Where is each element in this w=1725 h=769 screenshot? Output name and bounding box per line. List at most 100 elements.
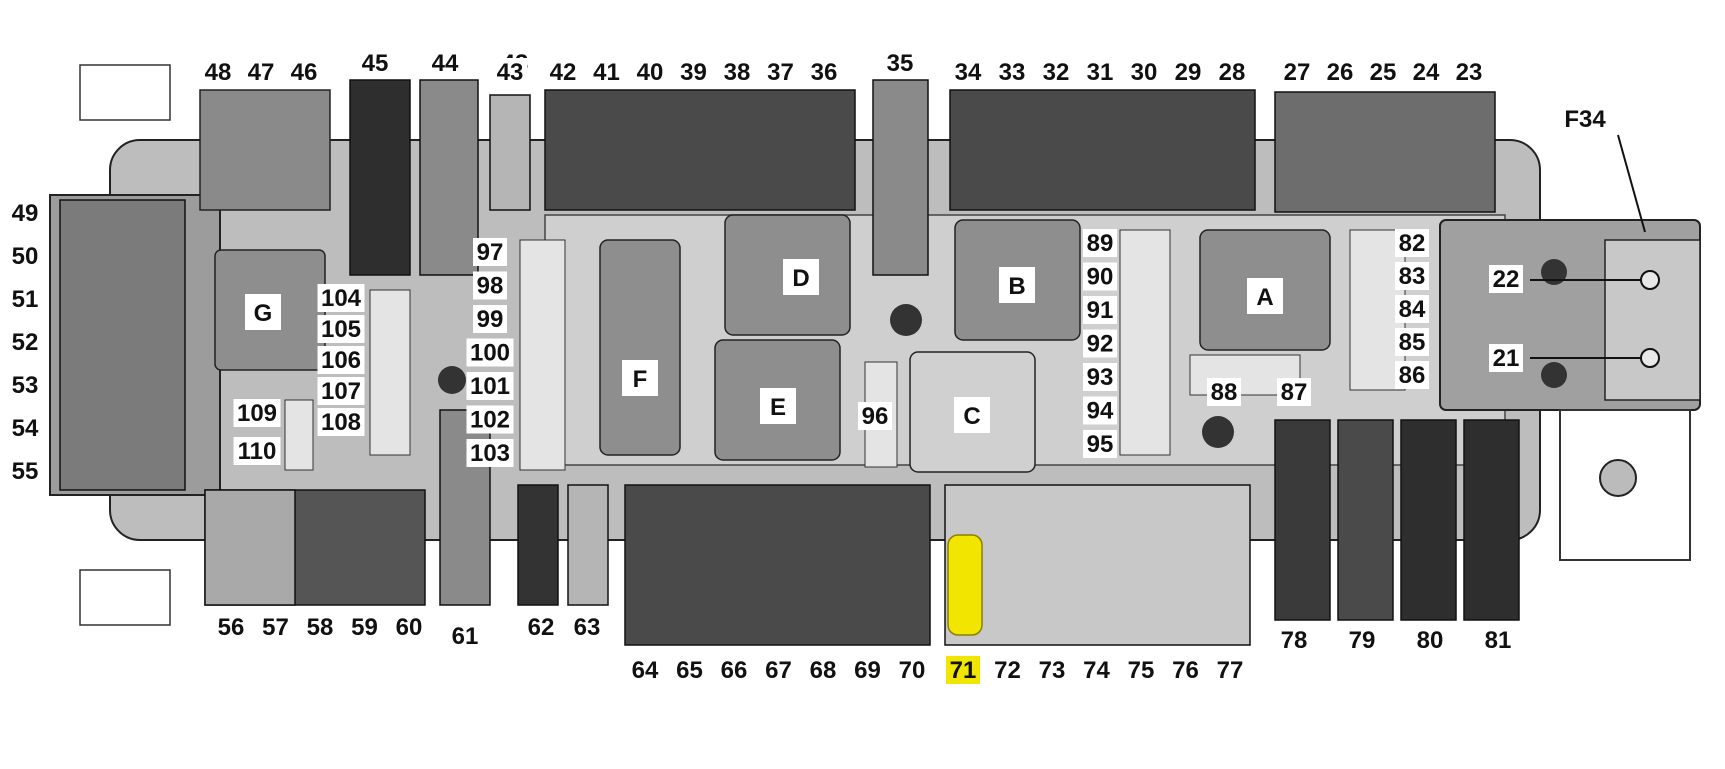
fuse-label-50: 50 bbox=[12, 243, 39, 270]
label-bg-90 bbox=[1083, 262, 1117, 291]
label-bg-81 bbox=[1481, 626, 1515, 654]
fuse-labels: 4847464544434342414039383736353433323130… bbox=[8, 49, 1609, 684]
fuse-group-27-23 bbox=[1274, 91, 1496, 213]
terminal-22-stud bbox=[1640, 270, 1660, 290]
bolt-terminal-icon bbox=[1541, 362, 1567, 388]
label-bg-23 bbox=[1452, 58, 1486, 86]
module-label-b: B bbox=[1008, 273, 1025, 300]
label-bg-88 bbox=[1207, 378, 1241, 406]
label-bg-84 bbox=[1395, 295, 1429, 323]
fuse-label-28: 28 bbox=[1219, 59, 1246, 86]
label-bg-100 bbox=[466, 338, 514, 367]
fuse-62-body bbox=[517, 484, 559, 606]
fuse-label-24: 24 bbox=[1413, 59, 1440, 86]
fuse-label-99: 99 bbox=[477, 306, 504, 333]
fuse-label-75: 75 bbox=[1128, 657, 1155, 684]
label-bg-49 bbox=[8, 199, 42, 227]
terminal-21-stud bbox=[1640, 348, 1660, 368]
bolt-terminal-icon bbox=[890, 304, 922, 336]
label-bg-105 bbox=[317, 315, 365, 343]
fuse-label-77: 77 bbox=[1217, 657, 1244, 684]
module-label-bg-a bbox=[1247, 278, 1283, 314]
fuse-label-97: 97 bbox=[477, 239, 504, 266]
fuse-label-21: 21 bbox=[1493, 345, 1520, 372]
label-bg-98 bbox=[473, 271, 507, 300]
label-bg-104 bbox=[317, 284, 365, 312]
label-bg-87 bbox=[1277, 378, 1311, 406]
fuse-label-65: 65 bbox=[676, 657, 703, 684]
label-bg-108 bbox=[317, 408, 365, 436]
label-bg-75 bbox=[1124, 656, 1158, 684]
label-bg-83 bbox=[1395, 262, 1429, 290]
fuse-label-78: 78 bbox=[1281, 627, 1308, 654]
fuse-label-98: 98 bbox=[477, 273, 504, 300]
fuse-label-29: 29 bbox=[1175, 59, 1202, 86]
module-label-d: D bbox=[792, 265, 809, 292]
bolt-terminal-icon bbox=[1541, 259, 1567, 285]
label-bg-54 bbox=[8, 414, 42, 442]
mounting-bracket-icon bbox=[79, 64, 171, 121]
label-bg-53 bbox=[8, 371, 42, 399]
fuse-label-45: 45 bbox=[362, 50, 389, 77]
module-label-f: F bbox=[633, 366, 648, 393]
label-bg-97 bbox=[473, 238, 507, 266]
fuse-label-68: 68 bbox=[810, 657, 837, 684]
fuse-label-44: 44 bbox=[432, 50, 459, 77]
fuse-label-66: 66 bbox=[721, 657, 748, 684]
fuse-label-103: 103 bbox=[470, 440, 510, 467]
fuse-label-54: 54 bbox=[12, 415, 39, 442]
fuse-label-36: 36 bbox=[811, 59, 838, 86]
fuse-label-59: 59 bbox=[351, 614, 378, 641]
module-label-bg-c bbox=[954, 397, 990, 433]
label-bg-102 bbox=[466, 405, 514, 434]
module-label-bg-f bbox=[622, 360, 658, 396]
label-bg-38 bbox=[720, 58, 754, 86]
module-label-bg-d bbox=[783, 259, 819, 295]
fuse-label-109: 109 bbox=[237, 400, 277, 427]
fuse-label-84: 84 bbox=[1399, 296, 1426, 323]
label-bg-34 bbox=[951, 58, 985, 86]
fuse-label-26: 26 bbox=[1327, 59, 1354, 86]
label-bg-35 bbox=[883, 49, 917, 77]
fuse-label-80: 80 bbox=[1417, 627, 1444, 654]
label-bg-30 bbox=[1127, 58, 1161, 86]
f34-leader bbox=[1617, 134, 1646, 233]
label-bg-36 bbox=[807, 58, 841, 86]
f34-bolt-plate bbox=[1604, 239, 1701, 401]
module-label-bg-b bbox=[999, 267, 1035, 303]
label-bg-55 bbox=[8, 457, 42, 485]
label-bg-78 bbox=[1277, 626, 1311, 654]
mounting-hole bbox=[1599, 459, 1637, 497]
fuse-label-73: 73 bbox=[1039, 657, 1066, 684]
label-bg-46 bbox=[287, 58, 321, 86]
label-bg-56 bbox=[214, 613, 248, 641]
label-bg-66 bbox=[717, 656, 751, 684]
fuse-label-101: 101 bbox=[470, 373, 510, 400]
label-bg-29 bbox=[1171, 58, 1205, 86]
label-bg-80 bbox=[1413, 626, 1447, 654]
bolt-terminal-icon bbox=[1202, 416, 1234, 448]
fuse-label-58: 58 bbox=[307, 614, 334, 641]
fuse-label-49: 49 bbox=[12, 200, 39, 227]
label-bg-32 bbox=[1039, 58, 1073, 86]
fuse-label-63: 63 bbox=[574, 614, 601, 641]
fuse-label-62: 62 bbox=[528, 614, 555, 641]
label-bg-60 bbox=[392, 613, 426, 641]
fuse-79-body bbox=[1337, 419, 1394, 621]
fuse-80-body bbox=[1400, 419, 1457, 621]
module-label-e: E bbox=[770, 394, 786, 421]
fuse-label-107: 107 bbox=[321, 378, 361, 405]
label-bg-86 bbox=[1395, 361, 1429, 389]
fuse-label-102: 102 bbox=[470, 407, 510, 434]
fuse-label-67: 67 bbox=[765, 657, 792, 684]
label-bg-91 bbox=[1083, 296, 1117, 324]
label-bg-85 bbox=[1395, 328, 1429, 356]
fuse-label-76: 76 bbox=[1172, 657, 1199, 684]
fuse-label-72: 72 bbox=[994, 657, 1021, 684]
label-bg-43 bbox=[493, 58, 527, 86]
fuse-label-F34: F34 bbox=[1564, 106, 1606, 133]
fuse-label-22: 22 bbox=[1493, 266, 1520, 293]
